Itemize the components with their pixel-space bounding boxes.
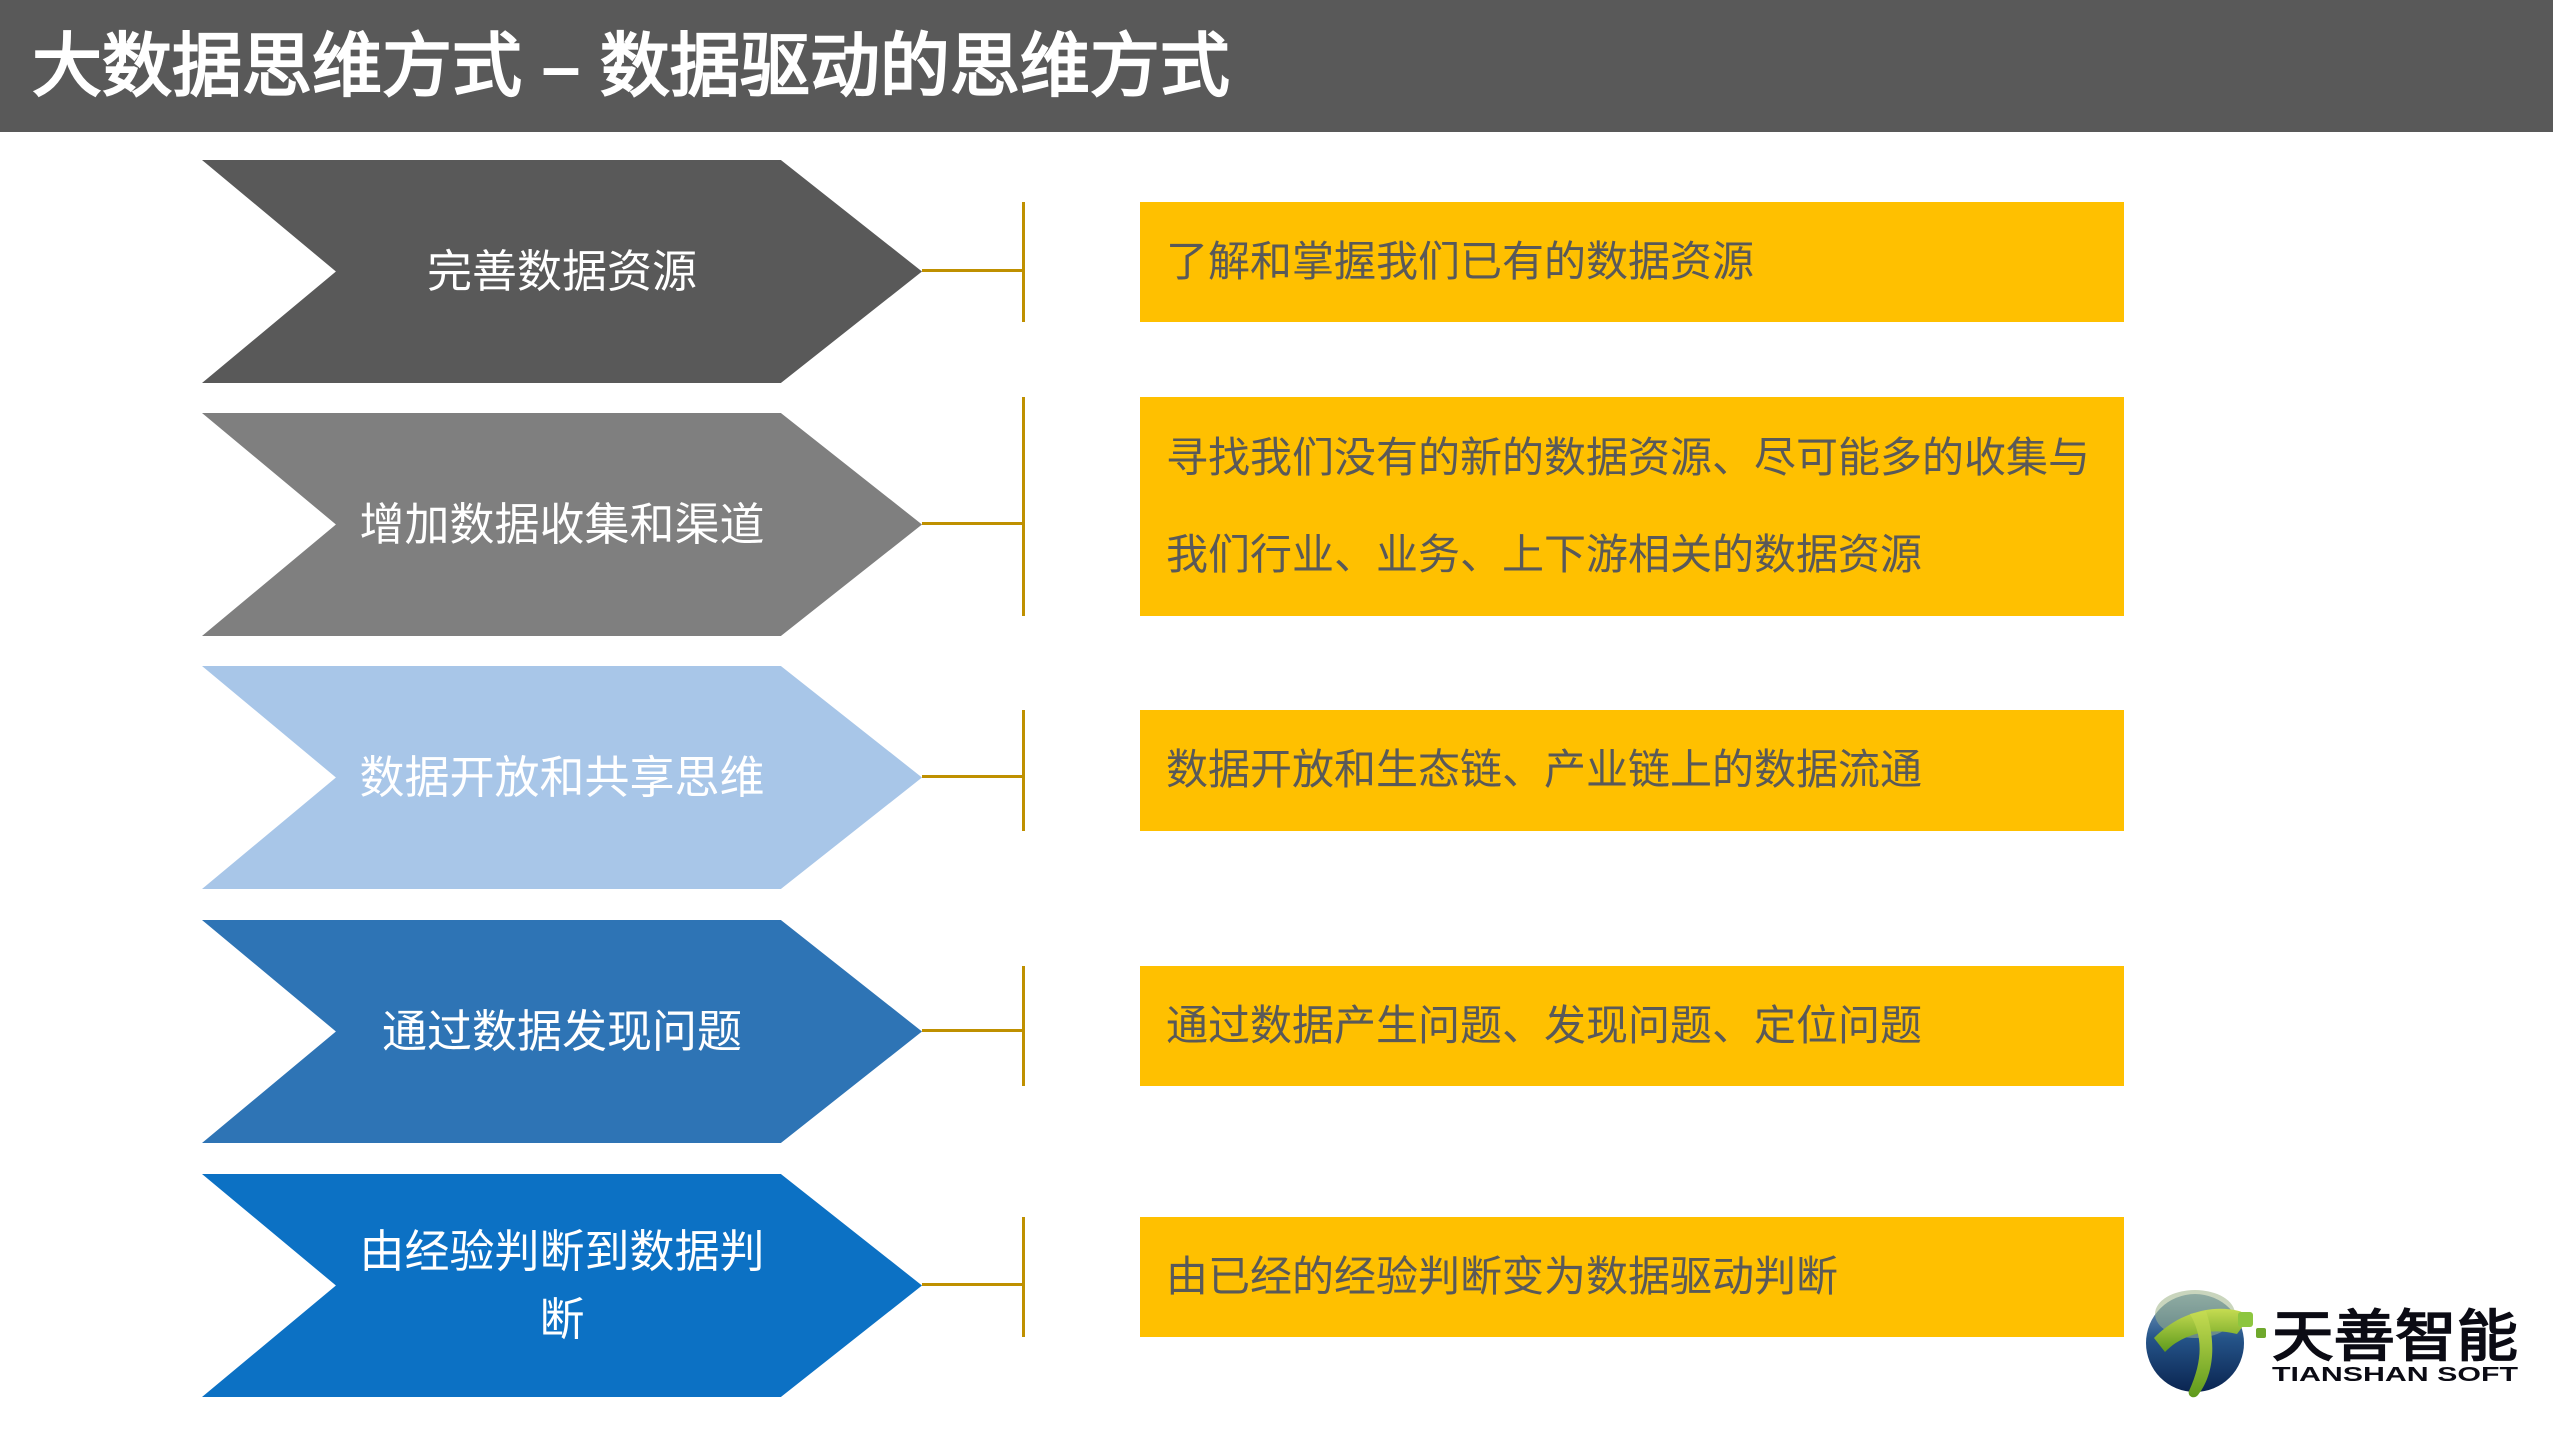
connector-hline-3	[922, 775, 1023, 778]
description-box-1: 了解和掌握我们已有的数据资源	[1140, 202, 2124, 322]
title-bar: 大数据思维方式 – 数据驱动的思维方式	[0, 0, 2553, 132]
process-arrow-4: 通过数据发现问题	[202, 920, 922, 1143]
description-text-3: 数据开放和生态链、产业链上的数据流通	[1166, 746, 1923, 794]
connector-vline-2	[1022, 397, 1025, 616]
logo-sphere-icon	[2146, 1290, 2266, 1398]
process-arrow-5: 由经验判断到数据判断	[202, 1174, 922, 1397]
description-box-3: 数据开放和生态链、产业链上的数据流通	[1140, 710, 2124, 831]
logo-square-icon	[2238, 1312, 2253, 1327]
process-arrow-1-label: 完善数据资源	[426, 245, 697, 297]
description-text-5: 由已经的经验判断变为数据驱动判断	[1166, 1252, 1839, 1300]
description-text-4: 通过数据产生问题、发现问题、定位问题	[1166, 1001, 1923, 1049]
connector-vline-1	[1022, 202, 1025, 322]
description-text-1: 了解和掌握我们已有的数据资源	[1166, 237, 1755, 285]
description-box-2: 寻找我们没有的新的数据资源、尽可能多的收集与我们行业、业务、上下游相关的数据资源	[1140, 397, 2124, 616]
connector-hline-4	[922, 1029, 1023, 1032]
connector-vline-4	[1022, 966, 1025, 1086]
page-title: 大数据思维方式 – 数据驱动的思维方式	[32, 27, 1230, 105]
logo-company-subtitle: TIANSHAN SOFT	[2272, 1364, 2518, 1386]
process-arrow-3: 数据开放和共享思维	[202, 666, 922, 889]
process-arrow-1: 完善数据资源	[202, 160, 922, 383]
logo-square-small-icon	[2256, 1328, 2266, 1338]
connector-hline-2	[922, 522, 1023, 525]
process-arrow-5-label: 由经验判断到数据判断	[359, 1226, 765, 1345]
description-box-4: 通过数据产生问题、发现问题、定位问题	[1140, 966, 2124, 1086]
process-arrow-4-label: 通过数据发现问题	[381, 1005, 742, 1057]
connector-hline-5	[922, 1283, 1023, 1286]
process-arrow-2-label: 增加数据收集和渠道	[359, 498, 765, 550]
logo-company-name: 天善智能	[2272, 1305, 2518, 1368]
process-arrow-2: 增加数据收集和渠道	[202, 413, 922, 636]
connector-vline-3	[1022, 710, 1025, 831]
tianshan-logo: 天善智能 TIANSHAN SOFT	[2146, 1290, 2518, 1398]
description-box-5: 由已经的经验判断变为数据驱动判断	[1140, 1217, 2124, 1337]
connector-vline-5	[1022, 1217, 1025, 1337]
connector-hline-1	[922, 269, 1023, 272]
process-arrow-3-label: 数据开放和共享思维	[359, 751, 765, 803]
description-text-2: 寻找我们没有的新的数据资源、尽可能多的收集与我们行业、业务、上下游相关的数据资源	[1166, 433, 2091, 578]
